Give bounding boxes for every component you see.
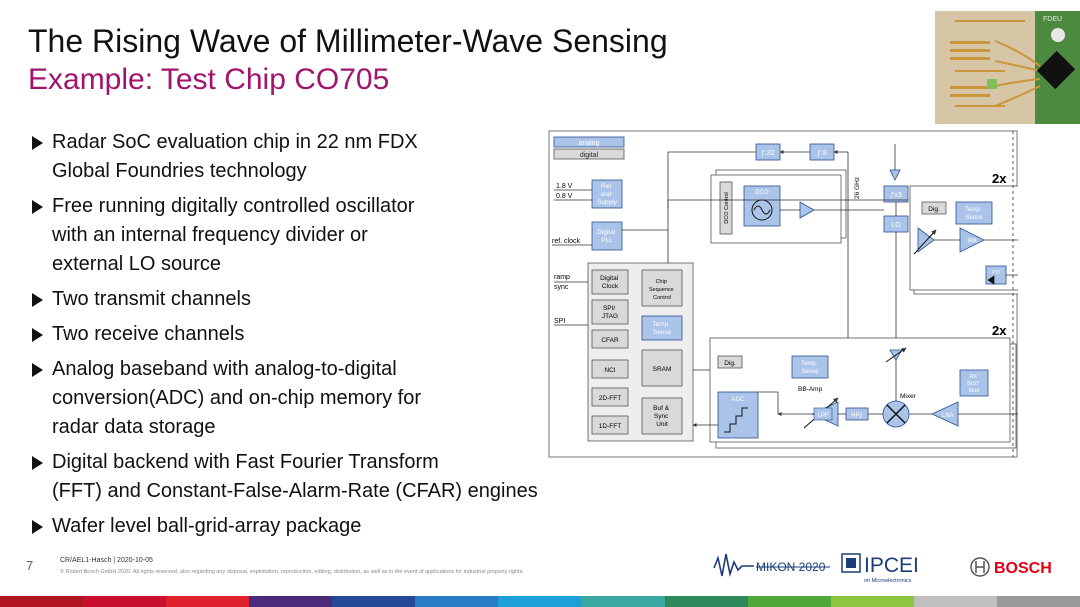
bottom-bar-segment xyxy=(83,596,167,607)
tx-temp-label: Temp. Sense xyxy=(965,207,983,221)
footer-copyright: © Robert Bosch GmbH 2020. All rights res… xyxy=(60,569,524,575)
digital-clock-label: Digital Clock xyxy=(600,275,620,290)
bottom-bar-segment xyxy=(332,596,416,607)
adc-label: ADC xyxy=(731,396,745,403)
radar-soc-block-diagram: analog digital 1.8 V 0.8 V Ref and Suppl… xyxy=(548,130,1018,458)
spi-jtag-label: SPI/ JTAG xyxy=(602,305,618,320)
bottom-bar-segment xyxy=(249,596,333,607)
hpf-label: HPƒ xyxy=(851,413,863,419)
bottom-bar-segment xyxy=(913,596,997,607)
nci-label: NCI xyxy=(604,367,615,374)
bosch-logo: BOSCH xyxy=(970,557,1052,577)
rx-count-label: 2x xyxy=(992,323,1007,338)
chip-sequence-label: Chip Sequence Control xyxy=(649,279,675,301)
cfar-label: CFAR xyxy=(601,337,619,344)
rx-dig-label: Dig. xyxy=(724,360,736,367)
bullet-item: Wafer level ball-grid-array package xyxy=(32,512,642,541)
mixer-label: Mixer xyxy=(900,393,917,400)
div32-label: ƒ:32 xyxy=(761,150,775,157)
x3-label: ƒx3 xyxy=(890,192,901,199)
dco-control-label: DCO Control xyxy=(724,192,730,223)
bullet-item: Digital backend with Fast Fourier Transf… xyxy=(32,448,692,506)
label-ramp: ramp xyxy=(554,274,570,281)
bb-amp-label: BB-Amp xyxy=(798,386,823,393)
bottom-bar-segment xyxy=(664,596,748,607)
bullet-item: Two receive channels xyxy=(32,320,642,349)
div8-label: ƒ:8 xyxy=(817,150,827,157)
bullet-triangle-icon xyxy=(32,293,43,307)
pd-label: PD xyxy=(992,270,1000,276)
footer-meta: CR/AEL1-Hasch | 2020-10-05 xyxy=(60,557,153,564)
tx-count-label: 2x xyxy=(992,171,1007,186)
bullet-triangle-icon xyxy=(32,363,43,377)
bottom-bar-segment xyxy=(581,596,665,607)
mikon-logo: MIKON 2020 xyxy=(713,553,830,578)
bottom-color-bar xyxy=(0,596,1080,607)
label-0v8: 0.8 V xyxy=(556,193,573,200)
bullet-triangle-icon xyxy=(32,456,43,470)
pa-label: PA xyxy=(968,238,977,245)
lpf-label: LPF xyxy=(817,413,828,419)
bullet-item: Free running digitally controlled oscill… xyxy=(32,192,642,279)
legend-digital: digital xyxy=(580,152,599,159)
ipcei-subtext: on Microelectronics xyxy=(864,578,912,584)
label-sync: sync xyxy=(554,284,569,291)
bosch-text: BOSCH xyxy=(994,560,1052,577)
ipcei-logo: IPCEI on Microelectronics xyxy=(841,553,919,584)
fft1d-label: 1D-FFT xyxy=(599,423,621,430)
bullet-triangle-icon xyxy=(32,328,43,342)
sram-label: SRAM xyxy=(653,366,672,373)
bottom-bar-segment xyxy=(0,596,84,607)
label-1v8: 1.8 V xyxy=(556,183,573,190)
digital-pll-label: Digital PLL xyxy=(597,229,617,244)
lo-label: LO xyxy=(891,222,901,229)
bottom-bar-segment xyxy=(996,596,1080,607)
fft2d-label: 2D-FFT xyxy=(599,395,621,402)
ghz-label: 26 GHz xyxy=(854,177,861,199)
photo-label: FDEU xyxy=(1043,16,1062,23)
ref-supply-label: Ref and Supply xyxy=(597,183,618,206)
ipcei-text: IPCEI xyxy=(864,554,919,577)
legend-analog: analog xyxy=(578,140,599,147)
lna-label: LNA xyxy=(942,413,954,419)
bottom-bar-segment xyxy=(415,596,499,607)
bottom-bar-segment xyxy=(498,596,582,607)
slide-subtitle: Example: Test Chip CO705 xyxy=(28,63,390,96)
buf-sync-label: Buf & Sync Unit xyxy=(653,405,671,428)
bullet-item: Two transmit channels xyxy=(32,285,642,314)
bullet-triangle-icon xyxy=(32,136,43,150)
bullet-triangle-icon xyxy=(32,520,43,534)
slide-title: The Rising Wave of Millimeter-Wave Sensi… xyxy=(28,23,668,59)
tx-dig-label: Dig. xyxy=(928,206,940,213)
bullet-triangle-icon xyxy=(32,200,43,214)
chip-photo: FDEU xyxy=(935,11,1080,124)
rx-temp-label: Temp. Sense xyxy=(801,361,819,375)
temp-sense-label: Temp. Sense xyxy=(652,321,672,336)
label-spi: SPI xyxy=(554,318,565,325)
label-ref-clock: ref. clock xyxy=(552,238,581,245)
bottom-bar-segment xyxy=(747,596,831,607)
rx-bist-label: RX BIST Mod xyxy=(967,374,981,394)
bottom-bar-segment xyxy=(830,596,914,607)
dco-label: DCO xyxy=(755,190,769,196)
page-number: 7 xyxy=(26,558,34,573)
bottom-bar-segment xyxy=(166,596,250,607)
